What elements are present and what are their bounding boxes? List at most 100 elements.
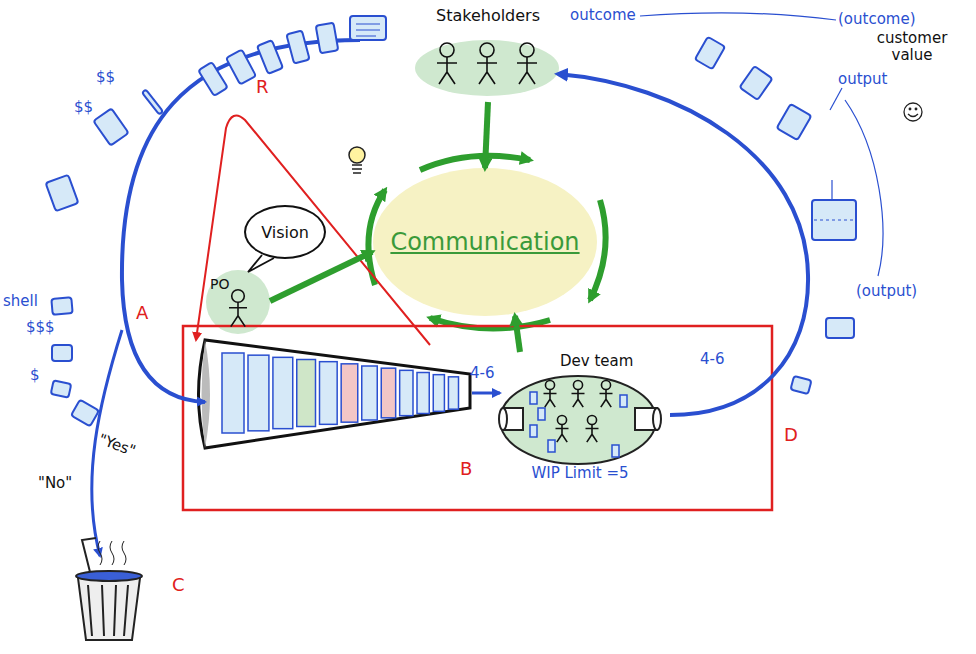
communication-arrow — [270, 252, 372, 301]
communication-blob — [373, 168, 597, 316]
pipes — [499, 408, 661, 430]
stick-figure — [586, 425, 599, 443]
stick-figure — [600, 390, 613, 408]
delivery-arrow — [558, 74, 808, 415]
backlog-item — [273, 357, 293, 428]
node-title: Stakeholders — [436, 6, 540, 25]
annotation: outcome — [570, 6, 636, 24]
callout-letter: A — [136, 302, 148, 323]
node-title: Communication — [390, 228, 579, 256]
work-item — [538, 408, 545, 420]
work-item — [530, 425, 537, 437]
callout-letter: C — [172, 574, 185, 595]
work-item — [316, 23, 339, 54]
stick-figure — [556, 425, 569, 443]
annotation: 4-6 — [700, 350, 725, 368]
work-item — [530, 392, 537, 404]
backlog-item — [448, 377, 458, 409]
backlog-item — [297, 360, 316, 427]
funnel-mouth — [202, 340, 211, 448]
work-item — [226, 50, 256, 85]
work-item — [257, 40, 283, 74]
work-item — [548, 440, 555, 452]
output-line — [845, 100, 883, 276]
annotation: (output) — [856, 282, 917, 300]
work-item — [142, 89, 163, 114]
callout-letter: B — [460, 458, 472, 479]
annotation: $$$ — [26, 318, 55, 336]
work-item — [826, 318, 854, 338]
output-pointer — [831, 180, 832, 200]
backlog-item — [222, 353, 244, 433]
backlog-item — [400, 370, 413, 415]
card-split — [814, 220, 854, 221]
annotation: $$ — [74, 98, 93, 116]
callout-letter: D — [784, 424, 798, 445]
work-item — [52, 345, 72, 361]
lightbulb — [349, 147, 365, 173]
backlog-item — [362, 366, 378, 420]
work-items — [46, 16, 856, 457]
stick-figure — [573, 380, 582, 389]
flow-arcs — [92, 40, 500, 556]
work-item — [695, 37, 725, 70]
annotation: (outcome) — [838, 10, 916, 28]
node-title: Dev team — [560, 352, 633, 370]
vision-bubble: Vision — [244, 205, 326, 259]
work-item — [93, 108, 128, 145]
backlog-item — [320, 362, 338, 425]
annotation: output — [838, 70, 887, 88]
stick-figure — [232, 290, 245, 303]
trash-can — [76, 538, 142, 640]
stick-figure — [480, 43, 494, 57]
stick-figure — [544, 390, 557, 408]
stick-figure — [557, 415, 566, 424]
annotation: "No" — [38, 474, 72, 492]
stick-figure — [437, 57, 457, 84]
work-item — [198, 62, 227, 96]
team-boundary — [183, 326, 772, 510]
work-item — [620, 395, 627, 407]
smiley — [904, 103, 922, 121]
node-note: WIP Limit =5 — [531, 464, 628, 482]
card-lines — [356, 24, 380, 36]
stick-figure — [517, 57, 537, 84]
annotation: shell — [3, 292, 38, 310]
annotation: $$ — [96, 68, 115, 86]
work-item — [71, 400, 99, 427]
stick-figure — [545, 380, 554, 389]
dev-team: Dev teamWIP Limit =5 — [490, 352, 670, 482]
node-title: PO — [210, 276, 229, 292]
stakeholder-group: Stakeholders — [418, 6, 558, 102]
stick-figure — [477, 57, 497, 84]
backlog-item — [248, 355, 269, 431]
stick-figure — [229, 302, 247, 326]
work-item — [812, 200, 856, 240]
communication-cycle — [368, 156, 605, 329]
annotation: customer value — [876, 30, 948, 63]
work-item — [350, 16, 386, 40]
product-owner: PO — [206, 270, 270, 332]
work-item — [286, 30, 309, 63]
work-item — [51, 380, 72, 397]
annotation: 4-6 — [470, 364, 495, 382]
work-item — [740, 66, 773, 100]
po-blob — [206, 270, 270, 334]
work-item — [612, 445, 619, 457]
backlog-items — [222, 353, 459, 433]
communication-arrow — [485, 102, 488, 168]
backlog-item — [381, 368, 395, 418]
bubble-tail — [248, 255, 274, 272]
stakeholder-blob — [415, 40, 559, 96]
work-item — [790, 376, 811, 394]
stick-figure — [587, 415, 596, 424]
work-item — [777, 104, 812, 140]
stick-figure — [572, 390, 585, 408]
stick-figure — [520, 43, 534, 57]
work-item — [51, 297, 72, 315]
annotation: $ — [30, 366, 40, 384]
stick-figure — [440, 43, 454, 57]
